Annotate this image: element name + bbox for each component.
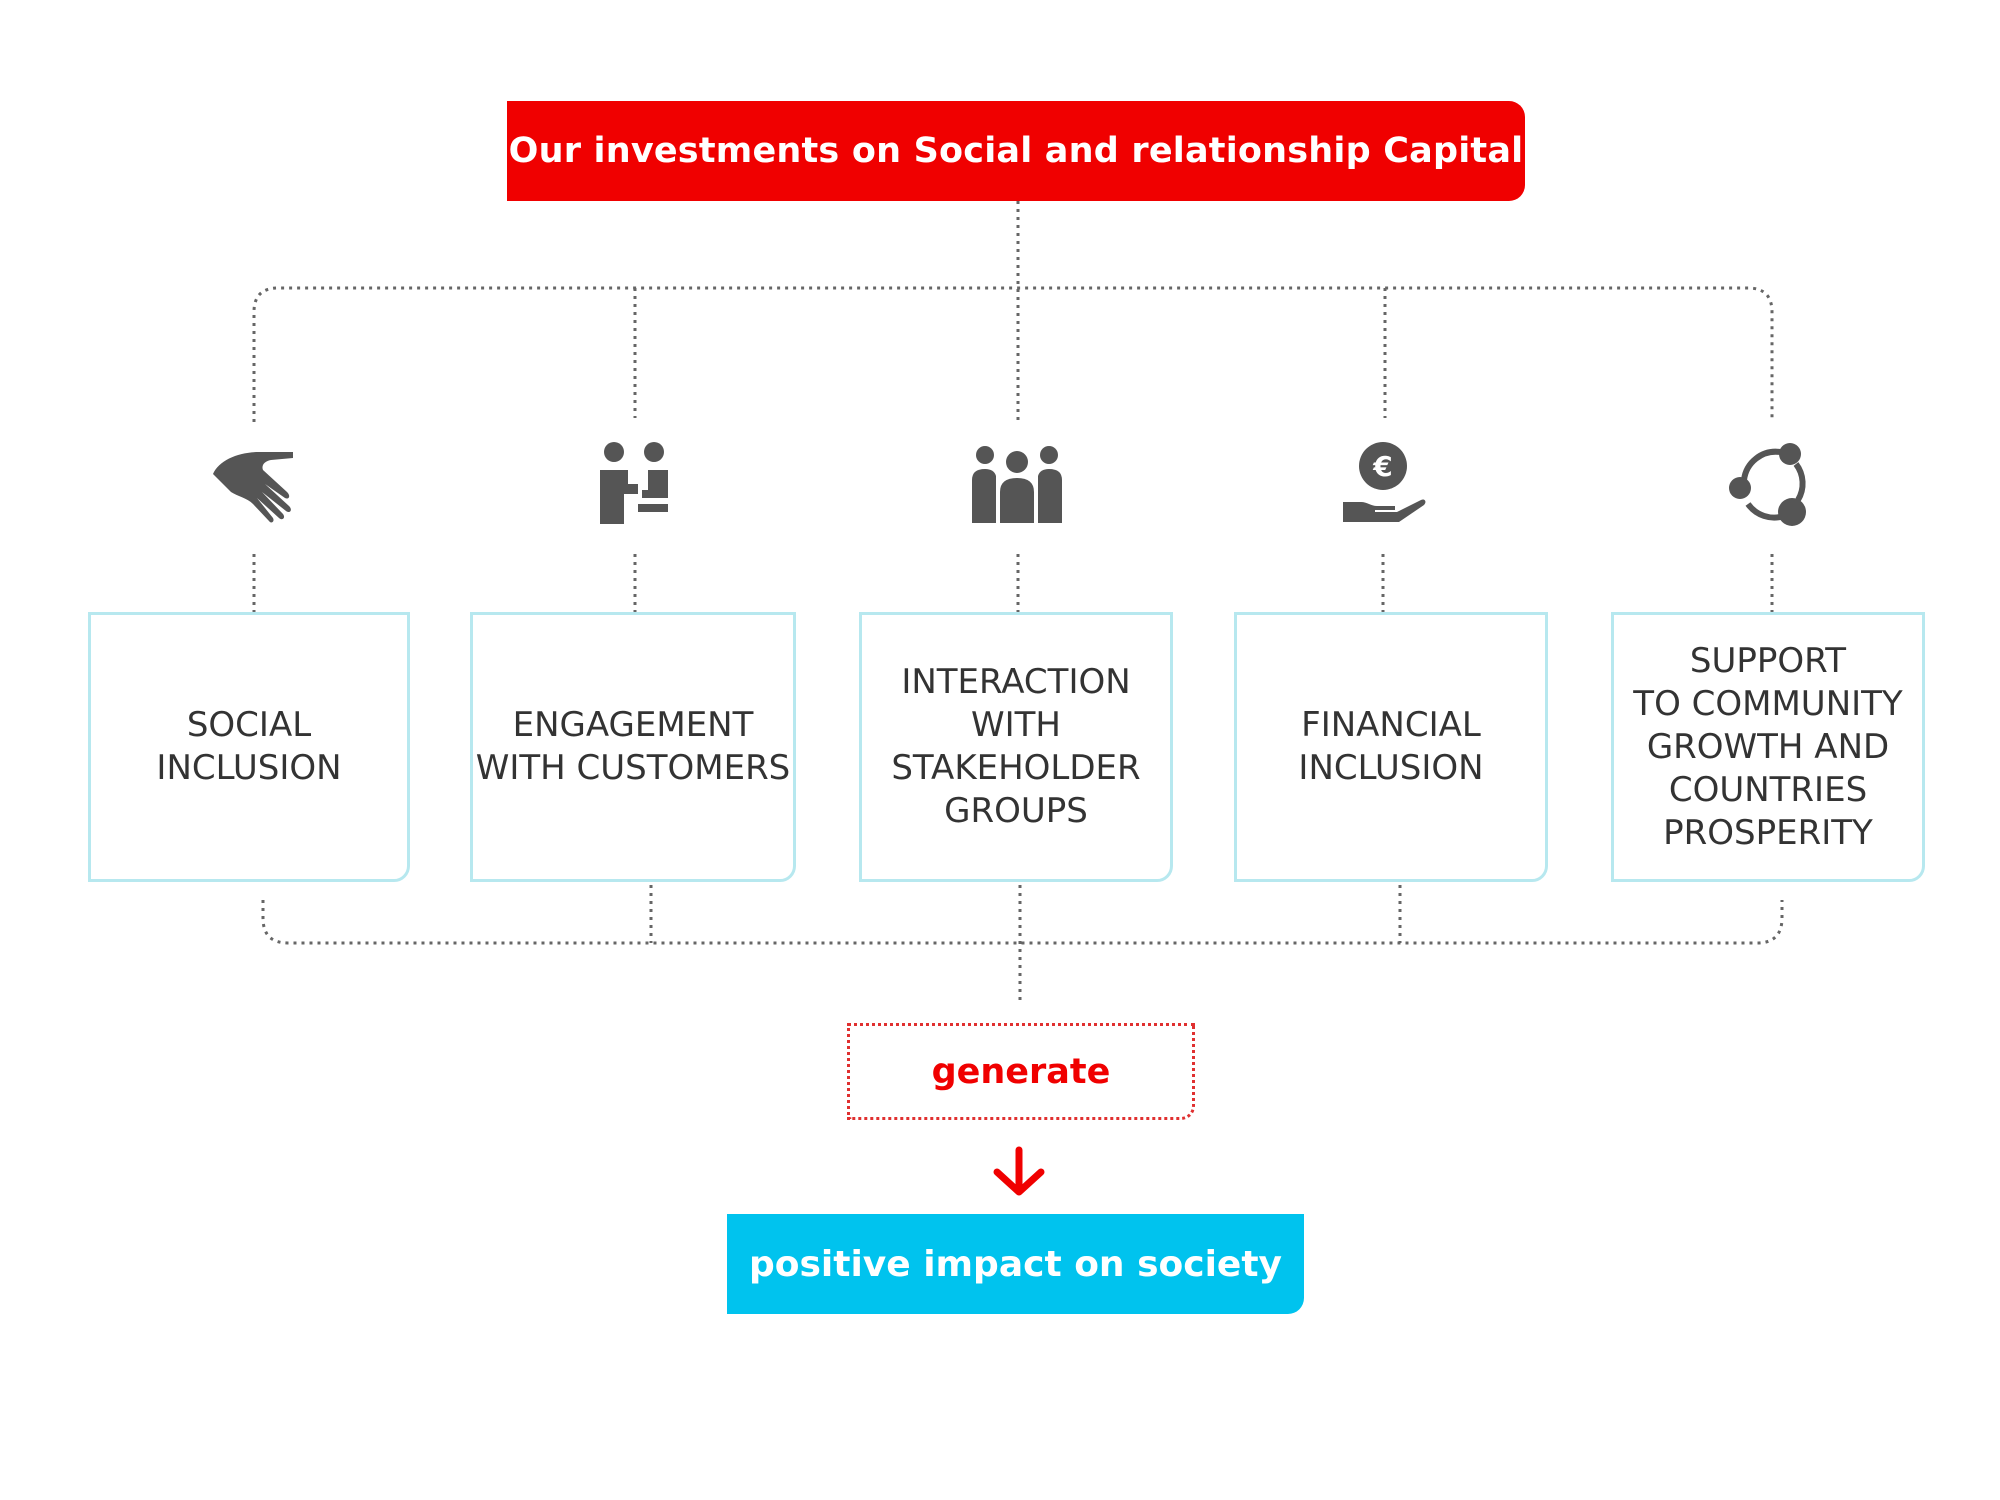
title-banner: Our investments on Social and relationsh… xyxy=(507,101,1525,201)
generate-box: generate xyxy=(847,1023,1195,1120)
pillar-label: INTERACTION WITH STAKEHOLDER GROUPS xyxy=(891,662,1141,831)
pillar-interaction-with-stakeholder-groups: INTERACTION WITH STAKEHOLDER GROUPS xyxy=(859,612,1173,882)
pillar-financial-inclusion: FINANCIAL INCLUSION xyxy=(1234,612,1548,882)
group-people-icon xyxy=(972,440,1062,530)
pillar-label: SOCIAL INCLUSION xyxy=(156,705,342,788)
pillar-social-inclusion: SOCIAL INCLUSION xyxy=(88,612,410,882)
pillar-label: FINANCIAL INCLUSION xyxy=(1298,705,1484,788)
helping-hand-icon xyxy=(209,440,299,530)
pillar-label: ENGAGEMENT WITH CUSTOMERS xyxy=(475,705,791,788)
pillar-label: SUPPORT TO COMMUNITY GROWTH AND COUNTRIE… xyxy=(1633,640,1903,853)
svg-text:€: € xyxy=(1372,450,1392,483)
handshake-people-icon xyxy=(588,438,678,528)
network-cycle-icon xyxy=(1726,440,1816,530)
pillar-engagement-with-customers: ENGAGEMENT WITH CUSTOMERS xyxy=(470,612,796,882)
outcome-box: positive impact on society xyxy=(727,1214,1304,1314)
arrow-down-icon xyxy=(991,1146,1047,1198)
pillar-community-growth-prosperity: SUPPORT TO COMMUNITY GROWTH AND COUNTRIE… xyxy=(1611,612,1925,882)
euro-coin-hand-icon: € xyxy=(1339,438,1429,528)
